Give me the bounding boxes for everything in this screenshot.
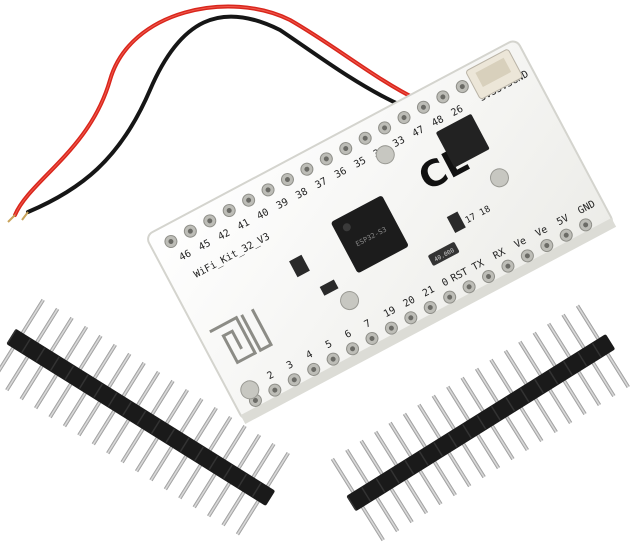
pin-label: 0 <box>440 277 450 290</box>
pcb-antenna <box>209 308 274 365</box>
pin-label: 48 <box>430 114 446 129</box>
pin-label: TX <box>470 258 486 273</box>
dev-board: 464542414039383736353433474826 3V33V3GND… <box>147 40 617 424</box>
pin-label: RX <box>492 247 508 262</box>
pin-label: 7 <box>363 318 373 331</box>
pin-label: Ve <box>513 235 529 250</box>
pin-label: 35 <box>352 155 368 170</box>
esp32-chip: ESP32-S3 <box>331 196 408 273</box>
pin-label: 26 <box>449 104 465 119</box>
battery-connector <box>466 49 523 99</box>
pin-label: 19 <box>382 305 398 320</box>
pin-label: 21 <box>421 284 437 299</box>
pin-label: 47 <box>411 124 427 139</box>
mounting-holes <box>240 145 509 400</box>
crystal <box>428 242 460 266</box>
pin-label: 40 <box>255 207 271 222</box>
pin-label: 39 <box>275 197 291 212</box>
pin-header-right <box>330 304 630 542</box>
pin-label: 36 <box>333 166 349 181</box>
battery-wire <box>7 4 499 223</box>
pin-label: 37 <box>313 176 329 191</box>
pin-label: 2 <box>265 370 275 383</box>
pin-label: Ve <box>534 224 550 239</box>
pin-label: 3 <box>285 359 295 372</box>
pin-label: 46 <box>177 248 193 263</box>
pin-label: 41 <box>236 217 252 232</box>
pin-label: 33 <box>391 135 407 150</box>
usb-serial-chip <box>436 114 490 168</box>
pin-label: 5 <box>324 339 334 352</box>
pin-label: 20 <box>401 294 417 309</box>
smd-component <box>319 279 339 296</box>
bottom-pin-row <box>248 218 593 407</box>
pin-label: 45 <box>197 238 213 253</box>
pin-label: 4 <box>304 349 314 362</box>
pin-label: 42 <box>216 228 232 243</box>
pin-label: 38 <box>294 186 310 201</box>
pin-label: 5V <box>555 213 571 228</box>
pin-header-left <box>0 298 290 536</box>
smd-component <box>446 211 466 234</box>
smd-component <box>289 254 310 278</box>
pin-label: 6 <box>343 328 353 341</box>
top-pin-labels: 464542414039383736353433474826 <box>177 104 465 264</box>
